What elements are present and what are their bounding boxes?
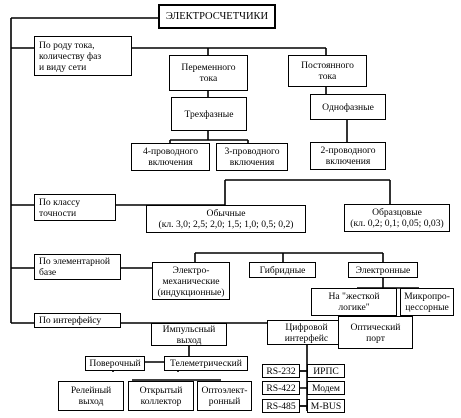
microprocessor-box: Микропро- цессорные: [400, 288, 454, 316]
rs485-box: RS-485: [262, 399, 300, 413]
criterion-interface: По интерфейсу: [34, 313, 121, 328]
criterion-element-base: По элементарной базе: [34, 254, 121, 280]
criterion-accuracy-class: По классу точности: [34, 194, 116, 221]
relay-output-box: Релейный выход: [58, 381, 124, 411]
hard-logic-box: На "жесткой логике": [311, 288, 397, 316]
verification-output-box: Поверочный: [85, 356, 145, 371]
electromechanical-box: Электро- механические (индукционные): [152, 262, 230, 300]
reference-meters-box: Образцовые (кл. 0,2; 0,1; 0,05; 0,03): [344, 204, 450, 232]
hybrid-box: Гибридные: [249, 262, 316, 278]
two-wire-box: 2-проводного включения: [310, 142, 386, 170]
single-phase-box: Однофазные: [310, 94, 386, 120]
rs422-box: RS-422: [262, 381, 300, 395]
digital-interface-box: Цифровой интерфейс: [267, 320, 346, 345]
m-bus-box: M-BUS: [307, 399, 345, 413]
telemetry-output-box: Телеметрический: [164, 356, 248, 371]
ac-current-box: Переменного тока: [169, 55, 248, 91]
ordinary-meters-box: Обычные (кл. 3,0; 2,5; 2,0; 1,5; 1,0; 0,…: [146, 205, 306, 233]
open-collector-box: Открытый коллектор: [128, 381, 194, 411]
dc-current-box: Постоянного тока: [288, 55, 367, 87]
three-wire-box: 3-проводного включения: [216, 143, 288, 171]
criterion-current-type: По роду тока, количеству фаз и виду сети: [34, 36, 132, 76]
three-phase-box: Трехфазные: [171, 97, 247, 131]
modem-box: Модем: [307, 381, 345, 395]
rs232-box: RS-232: [262, 364, 300, 378]
four-wire-box: 4-проводного включения: [131, 143, 210, 171]
optoelectronic-output-box: Оптоэлект- ронный: [197, 381, 252, 411]
optical-port-box: Оптический порт: [338, 316, 413, 349]
irps-box: ИРПС: [307, 364, 345, 378]
electronic-box: Электронные: [348, 262, 418, 278]
pulse-output-box: Импульсный выход: [151, 323, 227, 346]
root-title: ЭЛЕКТРОСЧЕТЧИКИ: [158, 4, 276, 29]
